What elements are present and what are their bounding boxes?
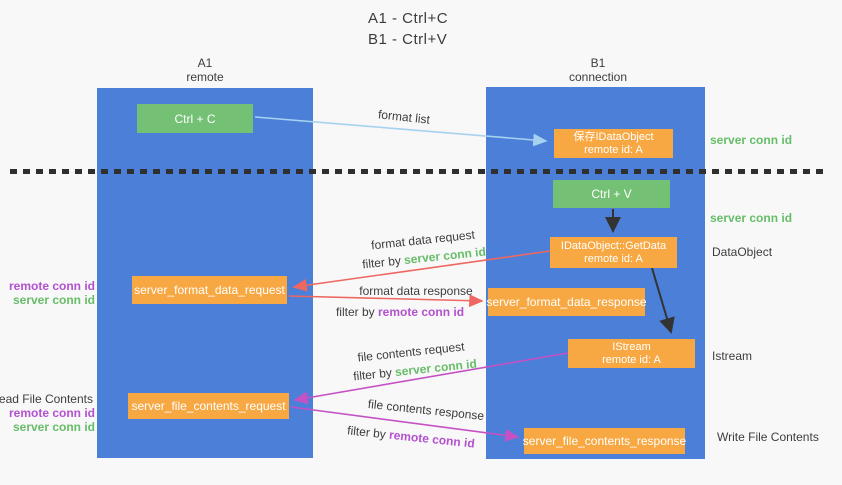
label-format-data-response: format data response [359,284,473,298]
file-contents-response-arrow [290,406,520,442]
left-label-remote-conn-id-1: remote conn id [8,279,95,293]
node-ctrl-v: Ctrl + V [553,180,670,208]
left-label-server-conn-id-2: server conn id [12,420,95,434]
lifeline-header-b1: B1 connection [569,56,627,84]
label-filter-remote-conn-1: filter by remote conn id [336,305,464,319]
diagram-title: A1 - Ctrl+C B1 - Ctrl+V [368,8,448,50]
lifeline-header-a1: A1 remote [186,56,223,84]
node-server-format-data-request: server_format_data_request [132,276,287,304]
format-data-response-arrow [288,294,484,308]
lifeline-b1-sub: connection [568,70,628,84]
node-istream-line2: remote id: A [602,353,661,366]
lifeline-b1-name: B1 [590,56,606,70]
getdata-to-istream-arrow [651,267,675,334]
remote-conn-id-keyword: remote conn id [378,305,465,319]
left-label-server-conn-id-1: server conn id [12,293,95,307]
node-getdata-line1: IDataObject::GetData [560,239,667,252]
clipboard-separator-line [10,169,826,174]
lifeline-a1-name: A1 [197,56,213,70]
filter-by-text: filter by [335,305,375,319]
right-label-dataobject: DataObject [712,245,773,259]
node-save-dataobject: 保存IDataObject remote id: A [554,129,673,158]
title-line-a1: A1 - Ctrl+C [367,10,449,27]
lifeline-a1-sub: remote [186,70,224,84]
format-list-arrow [254,116,548,147]
title-line-b1: B1 - Ctrl+V [367,31,448,48]
right-label-write-file-contents: Write File Contents [717,430,819,444]
right-label-server-conn-id-top: server conn id [710,133,793,147]
node-save-dataobject-line1: 保存IDataObject [573,130,654,143]
node-server-file-contents-request: server_file_contents_request [128,393,289,419]
node-idataobject-getdata: IDataObject::GetData remote id: A [550,237,677,268]
left-label-read-file-contents: Read File Contents [0,392,93,406]
node-istream-line1: IStream [612,340,651,353]
node-server-file-contents-response: server_file_contents_response [523,428,686,454]
node-save-dataobject-line2: remote id: A [584,143,643,156]
file-contents-request-arrow [293,352,569,405]
node-getdata-line2: remote id: A [584,252,643,265]
right-label-istream: Istream [712,349,753,363]
right-label-server-conn-id-mid: server conn id [710,211,793,225]
format-data-request-arrow [292,250,551,292]
node-server-format-data-response: server_format_data_response [486,288,647,316]
node-ctrl-c: Ctrl + C [137,104,253,133]
left-label-remote-conn-id-2: remote conn id [8,406,95,420]
node-istream: IStream remote id: A [568,339,695,368]
